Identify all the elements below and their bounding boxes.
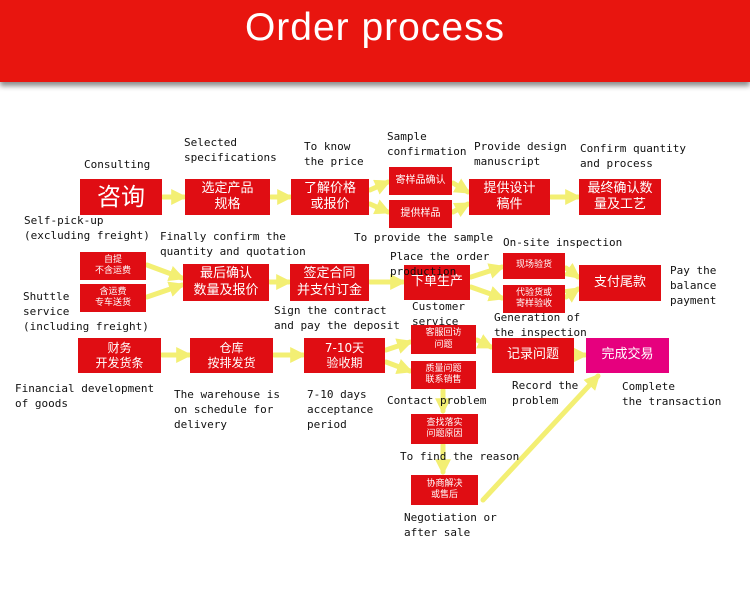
arrow — [474, 334, 494, 350]
inspect-gen-box: 代验货或 寄样验收 — [503, 285, 565, 313]
label-acceptance: 7-10 days acceptance period — [307, 388, 374, 432]
label-customer-service: Customer service — [412, 300, 465, 329]
provide-design-box: 提供设计 稿件 — [469, 179, 550, 215]
label-pay-balance: Pay the balance payment — [670, 264, 717, 308]
label-onsite: On-site inspection — [503, 236, 623, 249]
label-to-provide: To provide the sample — [354, 231, 494, 244]
label-selected-spec: Selected specifications — [184, 136, 277, 165]
provide-sample-box: 提供样品 — [389, 200, 452, 228]
label-record: Record the problem — [512, 379, 579, 408]
shuttle-box: 含运费 专车送货 — [80, 284, 146, 312]
pay-balance-box: 支付尾款 — [579, 265, 661, 301]
consult-box: 咨询 — [80, 179, 162, 215]
quality-box: 质量问题 联系销售 — [411, 361, 476, 389]
arrow — [383, 338, 414, 354]
select-spec-box: 选定产品 规格 — [185, 179, 270, 215]
find-reason-box: 查找落实 问题原因 — [411, 414, 478, 444]
page-title: Order process — [244, 6, 506, 49]
label-consulting: Consulting — [84, 158, 151, 171]
warehouse-box: 仓库 按排发货 — [190, 338, 273, 373]
label-finally-confirm: Finally confirm the quantity and quotati… — [160, 230, 306, 259]
arrow — [450, 178, 471, 195]
know-price-box: 了解价格 或报价 — [291, 179, 369, 215]
arrow — [562, 262, 581, 280]
label-warehouse: The warehouse is on schedule for deliver… — [174, 388, 280, 432]
confirm-qty-box: 最终确认数 量及工艺 — [579, 179, 661, 215]
arrow — [468, 263, 506, 280]
label-provide-design: Provide design manuscript — [474, 140, 567, 169]
label-complete: Complete the transaction — [622, 380, 722, 409]
label-financial: Financial development of goods — [15, 382, 155, 411]
arrow — [383, 359, 413, 374]
complete-box: 完成交易 — [586, 338, 669, 373]
arrow — [480, 373, 601, 503]
label-confirm-qty: Confirm quantity and process — [580, 142, 686, 171]
arrow — [468, 284, 506, 302]
record-box: 记录问题 — [492, 338, 574, 373]
arrow — [144, 281, 186, 300]
arrow — [450, 201, 471, 218]
final-quote-box: 最后确认 数量及报价 — [183, 264, 269, 301]
label-self-pickup: Self-pick-up (excluding freight) — [24, 214, 150, 243]
label-sample-conf: Sample confirmation — [387, 130, 467, 159]
arrow — [367, 199, 391, 215]
place-order-box: 下单生产 — [404, 265, 470, 300]
label-sign-contract: Sign the contract and pay the deposit — [274, 304, 400, 333]
label-place-order: Place the order production — [390, 250, 490, 279]
label-to-know: To know the price — [304, 140, 364, 169]
label-find-reason: To find the reason — [400, 450, 520, 463]
onsite-inspect-box: 现场验货 — [503, 253, 565, 279]
cs-visit-box: 客服回访 问题 — [411, 325, 476, 354]
arrow — [562, 286, 581, 303]
arrow — [367, 179, 391, 195]
label-contact: Contact problem — [387, 394, 487, 407]
self-pickup-box: 自提 不含运费 — [80, 252, 146, 280]
label-generation: Generation of the inspection — [494, 311, 587, 340]
sign-contract-box: 签定合同 并支付订金 — [290, 264, 369, 301]
title-banner: Order process — [0, 0, 750, 82]
label-shuttle: Shuttle service (including freight) — [23, 290, 149, 334]
acceptance-box: 7-10天 验收期 — [304, 338, 385, 373]
negotiate-box: 协商解决 或售后 — [411, 475, 478, 505]
sample-confirm-box: 寄样品确认 — [389, 167, 452, 195]
arrow — [144, 262, 185, 282]
label-negotiation: Negotiation or after sale — [404, 511, 497, 540]
finance-box: 财务 开发货条 — [78, 338, 161, 373]
